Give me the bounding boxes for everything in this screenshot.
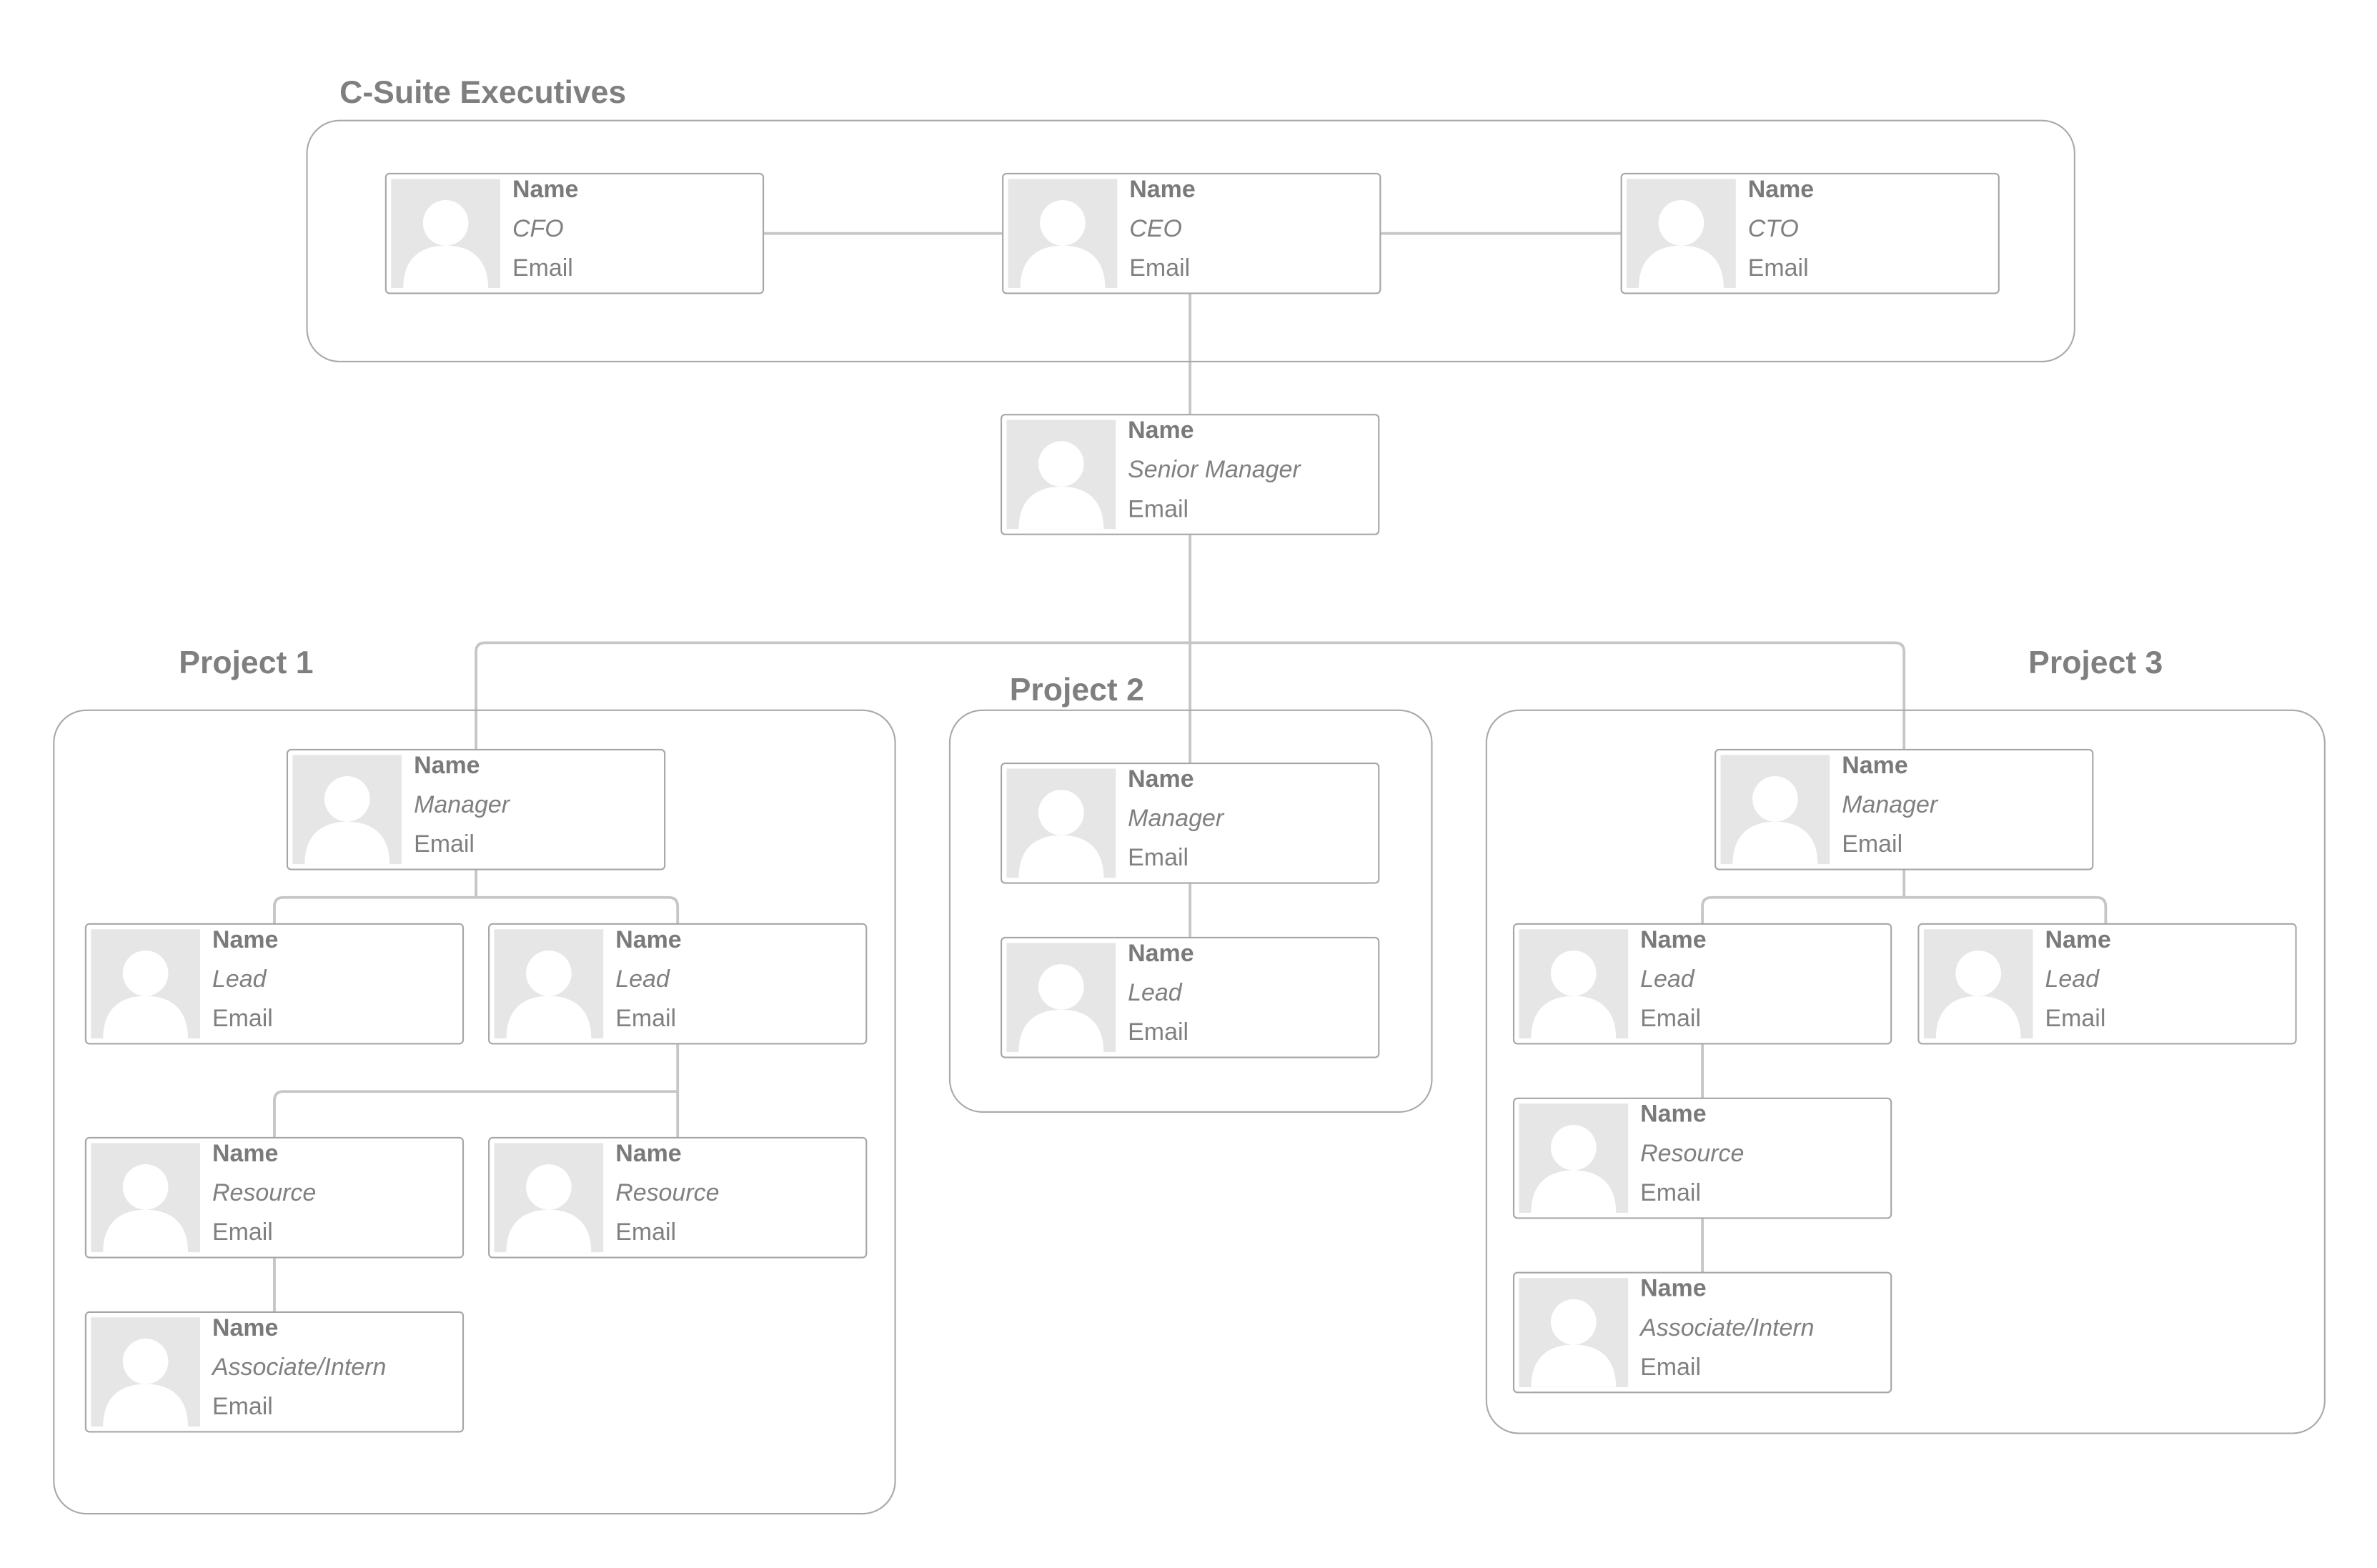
connector-p3-leads <box>1701 895 2108 925</box>
person-role: Manager <box>1842 793 1938 819</box>
person-name: Name <box>1128 418 1194 445</box>
person-silhouette-icon <box>494 1143 604 1253</box>
project3-group <box>1485 709 2326 1434</box>
csuite-group <box>306 119 2075 362</box>
person-role: Manager <box>1128 806 1224 833</box>
person-email[interactable]: Email <box>1640 1181 1702 1207</box>
person-email[interactable]: Email <box>212 1006 273 1033</box>
person-silhouette-icon <box>1923 929 2033 1039</box>
person-email[interactable]: Email <box>1842 832 1903 858</box>
person-role: Lead <box>2045 967 2100 993</box>
person-name: Name <box>1640 1276 1707 1303</box>
person-silhouette-icon <box>1519 1278 1629 1387</box>
project1-group-title: Project 1 <box>179 645 314 681</box>
person-name: Name <box>212 928 279 954</box>
project2-group <box>948 709 1433 1113</box>
person-role: Associate/Intern <box>1640 1316 1815 1342</box>
project2-group-title: Project 2 <box>1009 673 1144 708</box>
person-role: Lead <box>212 967 267 993</box>
person-name: Name <box>512 177 579 204</box>
person-email[interactable]: Email <box>414 832 475 858</box>
csuite-group-title: C-Suite Executives <box>339 76 627 111</box>
person-email[interactable]: Email <box>1129 256 1191 282</box>
project3-group-title: Project 3 <box>2028 645 2163 681</box>
person-email[interactable]: Email <box>2045 1006 2106 1033</box>
person-role: Resource <box>1640 1141 1745 1168</box>
person-role: Senior Manager <box>1128 457 1301 484</box>
person-silhouette-icon <box>1006 420 1116 530</box>
person-name: Name <box>1842 753 1908 780</box>
person-name: Name <box>1128 767 1194 793</box>
person-name: Name <box>1129 177 1196 204</box>
person-name: Name <box>414 753 480 780</box>
connector-p1-lead-resource-a <box>273 1090 678 1139</box>
person-name: Name <box>1640 928 1707 954</box>
person-role: Lead <box>1128 981 1182 1007</box>
person-email[interactable]: Email <box>212 1220 273 1246</box>
person-silhouette-icon <box>91 1317 200 1427</box>
person-email[interactable]: Email <box>1640 1355 1702 1381</box>
person-name: Name <box>615 928 682 954</box>
person-email[interactable]: Email <box>212 1394 273 1421</box>
connector-p1-leads <box>273 895 680 925</box>
person-silhouette-icon <box>1720 755 1830 865</box>
person-email[interactable]: Email <box>1128 497 1189 523</box>
person-role: Lead <box>1640 967 1694 993</box>
person-name: Name <box>1640 1102 1707 1128</box>
person-role: Lead <box>615 967 670 993</box>
person-name: Name <box>212 1316 279 1342</box>
person-name: Name <box>1128 941 1194 968</box>
person-silhouette-icon <box>391 179 500 289</box>
person-email[interactable]: Email <box>1128 845 1189 872</box>
person-name: Name <box>212 1141 279 1168</box>
person-role: Associate/Intern <box>212 1355 387 1381</box>
person-silhouette-icon <box>1519 929 1629 1039</box>
person-email[interactable]: Email <box>615 1006 677 1033</box>
person-silhouette-icon <box>91 929 200 1039</box>
person-email[interactable]: Email <box>1128 1020 1189 1046</box>
person-email[interactable]: Email <box>512 256 573 282</box>
person-email[interactable]: Email <box>1747 256 1809 282</box>
person-name: Name <box>1747 177 1815 204</box>
project1-group <box>53 709 896 1515</box>
person-role: CTO <box>1747 217 1799 243</box>
person-name: Name <box>2045 928 2111 954</box>
person-silhouette-icon <box>1519 1103 1629 1213</box>
person-silhouette-icon <box>1006 943 1116 1053</box>
person-silhouette-icon <box>1008 179 1118 289</box>
person-email[interactable]: Email <box>1640 1006 1702 1033</box>
person-email[interactable]: Email <box>615 1220 677 1246</box>
person-role: CFO <box>512 217 564 243</box>
person-role: CEO <box>1129 217 1182 243</box>
person-silhouette-icon <box>292 755 402 865</box>
person-name: Name <box>615 1141 682 1168</box>
person-silhouette-icon <box>494 929 604 1039</box>
person-silhouette-icon <box>1627 179 1736 289</box>
person-silhouette-icon <box>91 1143 200 1253</box>
person-role: Resource <box>615 1181 720 1207</box>
person-silhouette-icon <box>1006 768 1116 878</box>
person-role: Manager <box>414 793 510 819</box>
person-role: Resource <box>212 1181 317 1207</box>
